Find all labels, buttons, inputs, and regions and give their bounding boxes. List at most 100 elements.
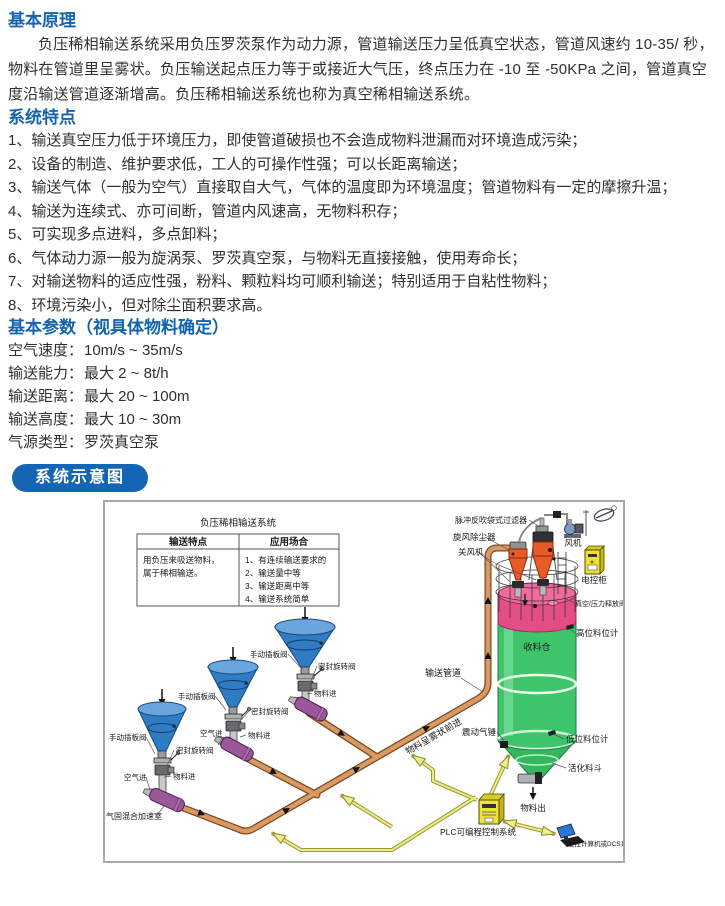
feature-item: 2、设备的制造、维护要求低，工人的可操作性强；可以长距离输送； xyxy=(8,155,467,173)
parameter-label: 气源类型： xyxy=(8,434,84,451)
feature-item: 5、可实现多点进料，多点卸料； xyxy=(8,226,227,243)
cyclone-dust-collector xyxy=(508,541,528,598)
table-col2-header: 应用场合 xyxy=(270,536,309,548)
label-rotary-valve-2: 密封旋转阀 xyxy=(251,706,289,716)
sealed-rotary-valve-1 xyxy=(154,764,175,776)
control-signal-lines xyxy=(270,753,557,852)
table-col2-item: 4、输送系统简单 xyxy=(245,594,310,604)
label-rotary-valve-1: 密封旋转阀 xyxy=(176,745,214,755)
principle-body: 负压稀相输送系统采用负压罗茨泵作为动力源，管道输送压力呈低真空状态，管道风速约 … xyxy=(8,36,714,103)
sealed-rotary-valve-2 xyxy=(225,720,246,732)
page: 基本原理 负压稀相输送系统采用负压罗茨泵作为动力源，管道输送压力呈低真空状态，管… xyxy=(8,11,717,863)
schematic-button[interactable]: 系统示意图 xyxy=(12,464,148,492)
parameter-value: 10m/s ~ 35m/s xyxy=(84,342,183,359)
label-plc: PLC可编程控制系统 xyxy=(440,827,517,837)
label-pulse-bag-filter: 脉冲反吹袋式过滤器 xyxy=(455,515,527,525)
label-accel-chamber: 气固混合加速室 xyxy=(106,811,162,821)
silo-outlet xyxy=(517,772,542,800)
fan-unit xyxy=(564,519,584,538)
parameters-list: 空气速度：10m/s ~ 35m/s 输送能力：最大 2 ~ 8t/h 输送距离… xyxy=(8,339,717,454)
airlock-valve-1 xyxy=(512,581,524,588)
mixing-chamber-2 xyxy=(213,736,254,762)
label-control-cabinet: 电控柜 xyxy=(581,575,607,585)
control-arrowhead xyxy=(540,825,557,836)
label-rotary-valve-3: 密封旋转阀 xyxy=(318,661,356,671)
mixing-chamber-1 xyxy=(142,787,185,813)
label-computer: 工控计算机或DCS系统 xyxy=(568,839,623,848)
label-conveying-pipe: 输送管道 xyxy=(425,667,461,678)
label-air-in-1: 空气进 xyxy=(124,772,147,782)
table-col1-line: 用负压来吸送物料， xyxy=(143,555,220,565)
material-out-arrow-icon xyxy=(529,793,537,800)
table-col1-line: 属于稀相输送。 xyxy=(143,568,203,578)
parameter-row: 输送能力：最大 2 ~ 8t/h xyxy=(8,362,717,385)
feed-hopper-1 xyxy=(137,701,187,752)
feed-hopper-2 xyxy=(207,659,259,708)
label-air-in-2: 空气进 xyxy=(200,728,223,738)
parameter-row: 气源类型：罗茨真空泵 xyxy=(8,431,717,454)
feature-item: 6、气体动力源一般为旋涡泵、罗茨真空泵，与物料无直接接触，使用寿命长； xyxy=(8,249,527,267)
table-col1-header: 输送特点 xyxy=(169,536,208,548)
brand-logo xyxy=(593,505,617,522)
label-material-in-1: 物料进 xyxy=(173,771,196,781)
label-material-in-2: 物料进 xyxy=(248,730,271,740)
label-manual-valve-1: 手动插板阀 xyxy=(109,732,147,742)
system-diagram: 负压稀相输送系统 输送特点 应用场合 用负压来吸送物料， 属于稀相输送。 1、有… xyxy=(103,500,634,863)
parameter-label: 输送距离： xyxy=(8,388,84,405)
feature-item: 8、环境污染小，但对除尘面积要求高。 xyxy=(8,296,272,314)
label-vacuum-valve: 真空/压力释放阀 xyxy=(575,599,623,608)
silo-label: 收料仓 xyxy=(523,641,550,652)
feature-item: 4、输送为连续式、亦可间断，管道内风速高，无物料积存； xyxy=(8,202,407,220)
control-arrowhead xyxy=(501,819,518,830)
diagram-title: 负压稀相输送系统 xyxy=(200,517,277,529)
airlock-valve-2 xyxy=(537,579,549,586)
vibration-hammer-device xyxy=(500,741,508,748)
table-col2-item: 2、输送量中等 xyxy=(245,568,301,578)
parameters-heading: 基本参数（视具体物料确定） xyxy=(8,318,229,337)
parameter-value: 最大 20 ~ 100m xyxy=(84,388,190,405)
feed-station-2 xyxy=(207,647,259,762)
industrial-computer xyxy=(556,823,585,847)
feed-station-1 xyxy=(137,689,187,813)
control-cabinet xyxy=(584,545,605,575)
label-low-level: 低位料位计 xyxy=(566,734,609,744)
hopper-neck xyxy=(228,706,238,715)
label-cyclone: 旋风除尘器 xyxy=(453,532,496,542)
feature-item: 7、对输送物料的适应性强，粉料、颗粒料均可顺利输送；特别适用于自粘性物料； xyxy=(8,273,557,290)
mast xyxy=(583,510,589,536)
parameter-row: 输送高度：最大 10 ~ 30m xyxy=(8,408,717,431)
label-manual-valve-2: 手动插板阀 xyxy=(178,691,216,701)
label-activation-hopper: 活化料斗 xyxy=(568,763,603,773)
parameter-label: 输送高度： xyxy=(8,411,84,428)
features-heading: 系统特点 xyxy=(8,108,76,127)
feature-item: 3、输送气体（一般为空气）直接取自大气，气体的温度即为环境温度；管道物料有一定的… xyxy=(8,179,677,196)
label-material-outlet: 物料出 xyxy=(520,803,546,813)
mixing-chamber-3 xyxy=(287,696,328,722)
low-level-sensor xyxy=(548,730,556,736)
principle-heading: 基本原理 xyxy=(8,11,76,30)
control-arrowhead xyxy=(339,794,356,807)
control-arrowhead xyxy=(498,753,510,770)
table-col2-item: 3、输送距离中等 xyxy=(245,581,310,591)
manual-gate-valve-3 xyxy=(296,666,325,680)
parameter-label: 空气速度： xyxy=(8,342,84,359)
system-diagram-svg: 负压稀相输送系统 输送特点 应用场合 用负压来吸送物料， 属于稀相输送。 1、有… xyxy=(106,505,634,852)
control-arrowhead xyxy=(270,832,287,845)
parameter-row: 输送距离：最大 20 ~ 100m xyxy=(8,385,717,408)
parameter-value: 罗茨真空泵 xyxy=(84,434,160,451)
parameter-value: 最大 10 ~ 30m xyxy=(84,411,182,428)
label-material-in-3: 物料进 xyxy=(314,688,337,698)
label-manual-valve-3: 手动插板阀 xyxy=(250,649,288,659)
table-col2-item: 1、有连续输送要求的 xyxy=(245,555,326,565)
feed-hopper-3 xyxy=(274,618,336,668)
label-high-level: 高位料位计 xyxy=(576,628,619,638)
feature-item: 1、输送真空压力低于环境压力，即使管道破损也不会造成物料泄漏而对环境造成污染； xyxy=(8,132,587,149)
manual-gate-valve-2 xyxy=(224,706,252,720)
high-level-sensor xyxy=(566,624,574,630)
plc-controller xyxy=(478,792,505,826)
parameter-row: 空气速度：10m/s ~ 35m/s xyxy=(8,339,717,362)
label-fan: 风机 xyxy=(564,538,582,548)
diagram-info-table: 负压稀相输送系统 输送特点 应用场合 用负压来吸送物料， 属于稀相输送。 1、有… xyxy=(136,517,340,607)
features-list: 1、输送真空压力低于环境压力，即使管道破损也不会造成物料泄漏而对环境造成污染； … xyxy=(8,129,717,317)
hopper-neck xyxy=(157,750,167,759)
